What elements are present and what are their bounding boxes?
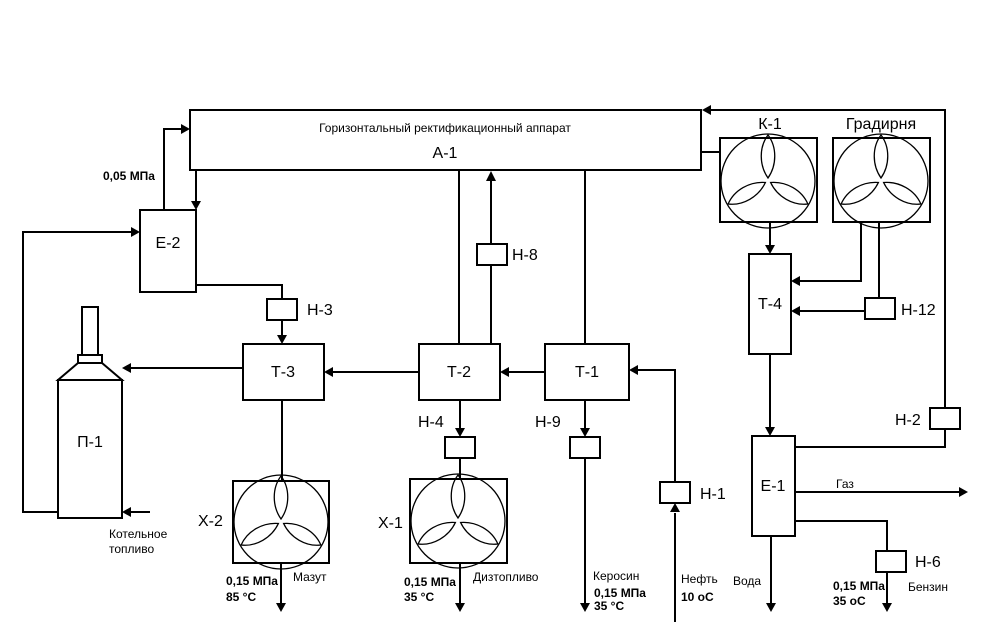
arrow-n1-to-t1	[629, 365, 638, 375]
pipe-e2-to-column	[163, 128, 184, 210]
pump-n4	[444, 436, 476, 459]
furnace-stack	[81, 306, 99, 356]
pump-n2	[929, 407, 961, 430]
arrow-gasoline-out	[882, 603, 892, 612]
pump-n12	[864, 297, 896, 320]
pump-n8	[476, 243, 508, 266]
vessel-e2-label: Е-2	[156, 235, 181, 252]
gasoline-temp: 35 оС	[833, 594, 866, 608]
diesel-pressure: 0,15 МПа	[404, 575, 456, 589]
arrow-t2-to-n4	[455, 428, 465, 437]
arrow-furnace-to-e2	[131, 227, 140, 237]
mazut-label: Мазут	[293, 570, 327, 584]
air-cooler-x2-label: Х-2	[198, 513, 223, 530]
pump-n2-label: Н-2	[895, 412, 921, 429]
arrow-t1-to-t2	[500, 367, 509, 377]
vacuum-pressure-label: 0,05 МПа	[103, 169, 155, 183]
air-cooler-x1-label: Х-1	[378, 515, 403, 532]
cooling-tower	[832, 137, 931, 223]
arrow-k1-to-t4	[765, 245, 775, 254]
air-cooler-x2	[232, 480, 330, 564]
column-id: А-1	[433, 145, 458, 162]
pump-n1	[659, 481, 691, 504]
oil-label: Нефть	[681, 572, 718, 586]
gasoline-label: Бензин	[908, 580, 948, 594]
pump-n9	[569, 436, 601, 459]
condenser-k1-label: К-1	[758, 116, 782, 133]
pump-n4-label: Н-4	[418, 414, 444, 431]
pipe-e1-to-n2	[795, 429, 946, 448]
vessel-e2	[139, 209, 197, 293]
fuel-label-line1: Котельное	[109, 527, 168, 541]
pump-n3	[266, 298, 298, 321]
fuel-label-line2: топливо	[109, 542, 154, 556]
furnace-p1-label: П-1	[77, 434, 103, 451]
mazut-pressure: 0,15 МПа	[226, 574, 278, 588]
arrow-tower-to-t4	[791, 276, 800, 286]
arrow-n2-to-column	[702, 105, 711, 115]
arrow-water-out	[766, 603, 776, 612]
arrow-n3-to-t3	[277, 335, 287, 344]
diesel-temp: 35 °С	[404, 590, 434, 604]
arrow-gas-out	[959, 487, 968, 497]
exchanger-t1-label: Т-1	[575, 364, 599, 381]
pump-n3-label: Н-3	[307, 302, 333, 319]
pump-n12-label: Н-12	[901, 302, 936, 319]
mazut-temp: 85 °С	[226, 590, 256, 604]
furnace-hood	[55, 362, 125, 381]
arrow-t4-to-e1	[765, 427, 775, 436]
kerosene-label: Керосин	[593, 569, 639, 583]
gas-label: Газ	[836, 477, 854, 491]
kerosene-temp: 35 °С	[594, 599, 624, 613]
arrow-n12-to-t4	[791, 306, 800, 316]
separator-e1-label: Е-1	[761, 478, 786, 495]
furnace-stack-base	[77, 354, 103, 364]
column-caption: Горизонтальный ректификационный аппарат	[319, 121, 571, 135]
arrow-diesel-out	[455, 603, 465, 612]
oil-temp: 10 оС	[681, 590, 714, 604]
gasoline-pressure: 0,15 МПа	[833, 579, 885, 593]
pipe-n2-to-column	[709, 109, 946, 408]
exchanger-t2-label: Т-2	[447, 364, 471, 381]
arrow-t2-to-t3	[324, 367, 333, 377]
condenser-k1	[719, 137, 818, 223]
cooling-tower-label: Градирня	[846, 116, 916, 133]
arrow-t1-to-n9	[580, 428, 590, 437]
diesel-label: Дизтопливо	[473, 570, 539, 584]
pipe-n1-to-t1	[635, 369, 676, 482]
column-a1	[189, 109, 702, 171]
arrow-oil-in	[670, 503, 680, 512]
pump-n9-label: Н-9	[535, 414, 561, 431]
arrow-e2-to-column	[181, 124, 190, 134]
arrow-fuel-in	[122, 507, 131, 517]
arrow-mazut-out	[276, 603, 286, 612]
pump-n1-label: Н-1	[700, 486, 726, 503]
exchanger-t3-label: Т-3	[271, 364, 295, 381]
air-cooler-x1	[409, 478, 508, 564]
exchanger-t4-label: Т-4	[758, 296, 782, 313]
pump-n8-label: Н-8	[512, 247, 538, 264]
pipe-e2-to-n3	[196, 284, 283, 299]
arrow-kerosene-out	[580, 603, 590, 612]
pipe-tower-to-t4	[797, 222, 862, 282]
arrow-column-to-e2	[191, 201, 201, 210]
arrow-t3-to-furnace	[122, 363, 131, 373]
kerosene-pressure: 0,15 МПа	[594, 586, 646, 600]
furnace-p1	[57, 379, 123, 519]
arrow-n8-to-column	[486, 171, 496, 181]
separator-e1	[751, 435, 796, 537]
pump-n6	[875, 550, 907, 573]
pump-n6-label: Н-6	[915, 554, 941, 571]
pipe-e1-to-n6	[795, 520, 888, 551]
water-label: Вода	[733, 574, 761, 588]
pipe-furnace-to-e2	[22, 231, 134, 513]
